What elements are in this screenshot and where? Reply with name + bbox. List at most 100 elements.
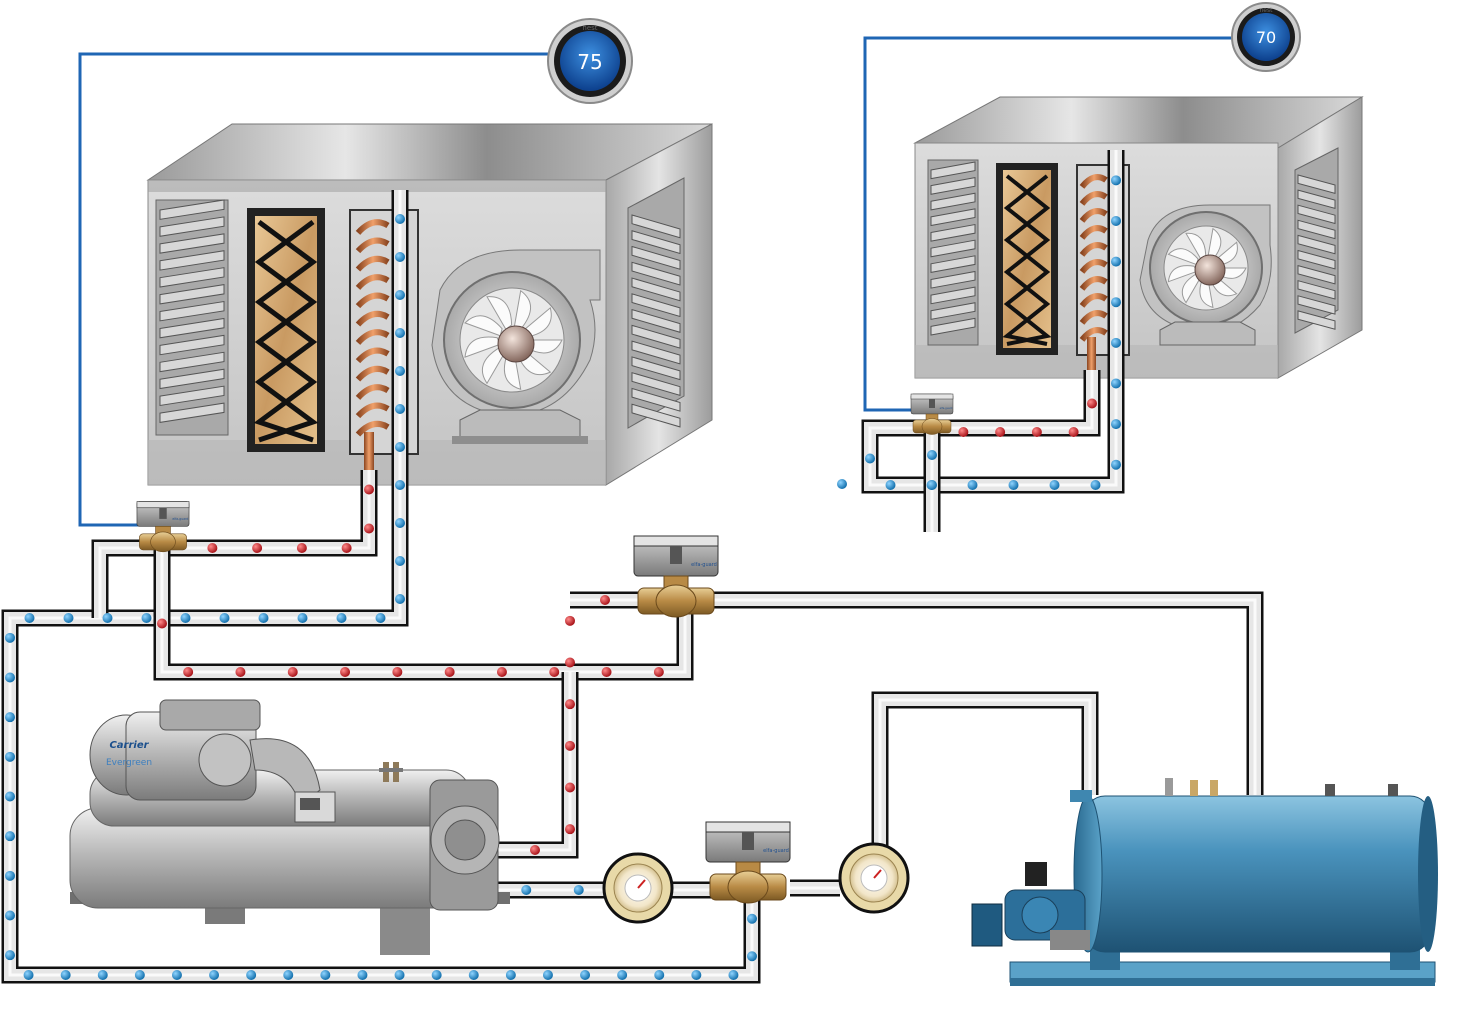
chilled-water-flow-dot	[395, 594, 405, 604]
hot-water-flow-dot	[364, 523, 374, 534]
chilled-water-flow-dot	[5, 672, 15, 683]
chilled-water-flow-dot	[209, 970, 220, 980]
chilled-water-flow-dot	[320, 970, 331, 980]
chilled-water-flow-dot	[357, 970, 368, 980]
thermostat-right-brand: nest	[1260, 7, 1274, 14]
chilled-water-flow-dot	[395, 252, 405, 262]
thermostat-left[interactable]: nest 75	[547, 18, 633, 104]
ahu-left-intake-louver	[155, 199, 229, 436]
valve-brand-mark: elfa-guard	[763, 848, 789, 854]
control-wire-right	[863, 36, 1234, 412]
hot-water-flow-dot	[157, 618, 167, 629]
mixing-valve-main[interactable]: elfa-guard	[633, 535, 719, 618]
ahu-left-filter	[247, 208, 325, 452]
hot-water-flow-dot	[1031, 427, 1042, 437]
chilled-water-flow-dot	[5, 751, 15, 762]
thermostat-left-setpoint: 75	[577, 50, 602, 74]
chilled-water-flow-dot	[246, 970, 257, 980]
chilled-water-flow-dot	[1111, 215, 1121, 226]
flow-gauge-chiller	[602, 852, 674, 924]
hot-water-flow-dot	[995, 427, 1006, 437]
hot-water-flow-dot	[565, 740, 575, 751]
chilled-water-flow-dot	[5, 712, 15, 723]
chilled-water-flow-dot	[1090, 480, 1101, 490]
chilled-water-flow-dot	[395, 328, 405, 338]
chilled-water-flow-dot	[395, 480, 405, 490]
chilled-water-flow-dot	[336, 613, 347, 623]
chilled-water-flow-dot	[395, 442, 405, 452]
chilled-water-flow-dot	[219, 613, 230, 623]
chilled-water-flow-dot	[5, 831, 15, 842]
chilled-water-flow-dot	[885, 480, 896, 490]
chilled-water-flow-dot	[837, 479, 847, 489]
chilled-water-flow-dot	[580, 970, 591, 980]
ahu-right-fan	[1139, 204, 1272, 346]
chilled-water-flow-dot	[468, 970, 479, 980]
control-valve-ahu-right[interactable]: elfa-guard	[910, 393, 954, 435]
hot-water-flow-dot	[235, 667, 246, 677]
chilled-water-flow-dot	[97, 970, 108, 980]
chilled-water-flow-dot	[573, 885, 584, 895]
chilled-water-flow-dot	[60, 970, 71, 980]
chilled-water-flow-dot	[283, 970, 294, 980]
chilled-water-flow-dot	[24, 613, 35, 623]
hot-water-flow-dot	[653, 667, 664, 677]
hot-water-flow-dot	[444, 667, 455, 677]
pipe-run	[495, 672, 579, 859]
chilled-water-flow-dot	[395, 518, 405, 528]
hot-water-flow-dot	[296, 543, 307, 553]
boiler-trim	[1070, 778, 1398, 802]
chilled-water-flow-dot	[375, 613, 386, 623]
hot-water-flow-dot	[207, 543, 218, 553]
hot-water-flow-dot	[1068, 427, 1079, 437]
chilled-water-flow-dot	[394, 970, 405, 980]
hot-water-flow-dot	[364, 484, 374, 495]
chiller-compressor	[89, 699, 321, 806]
hot-water-flow-dot	[340, 667, 351, 677]
chilled-water-flow-dot	[691, 970, 702, 980]
chilled-water-flow-dot	[505, 970, 516, 980]
chilled-water-flow-dot	[1111, 337, 1121, 348]
hot-water-flow-dot	[496, 667, 507, 677]
hot-water-flow-dot	[565, 782, 575, 793]
chilled-water-flow-dot	[1111, 459, 1121, 470]
chiller-relief-valves	[379, 762, 403, 782]
chiller: Carrier Evergreen	[69, 699, 510, 955]
hot-water-flow-dot	[958, 427, 969, 437]
hot-water-flow-dot	[600, 595, 610, 605]
chilled-water-flow-dot	[395, 556, 405, 566]
flow-gauge-boiler	[838, 842, 910, 914]
chilled-water-flow-dot	[1111, 256, 1121, 267]
chilled-water-flow-dot	[865, 453, 875, 464]
chilled-water-flow-dot	[967, 480, 978, 490]
thermostat-right-setpoint: 70	[1256, 28, 1276, 47]
control-wire-left	[78, 52, 549, 527]
control-valve-ahu-left[interactable]: elfa-guard	[136, 501, 190, 553]
chilled-water-flow-dot	[5, 950, 15, 961]
thermostat-right[interactable]: nest 70	[1231, 2, 1301, 72]
air-handler-left	[146, 123, 713, 486]
chilled-water-flow-dot	[63, 613, 74, 623]
hot-water-flow-dot	[565, 615, 575, 626]
chilled-water-flow-dot	[395, 290, 405, 300]
chilled-water-flow-dot	[5, 632, 15, 643]
chilled-water-flow-dot	[258, 613, 269, 623]
hot-water-flow-dot	[287, 667, 298, 677]
chilled-water-flow-dot	[395, 214, 405, 224]
valve-brand-mark: elfa-guard	[691, 562, 717, 568]
chilled-water-flow-dot	[102, 613, 113, 623]
mixing-valve-chiller[interactable]: elfa-guard	[705, 821, 791, 904]
hot-water-flow-dot	[1087, 398, 1097, 409]
chilled-water-flow-dot	[927, 480, 937, 490]
air-handler-right	[913, 96, 1364, 379]
chilled-water-flow-dot	[395, 366, 405, 376]
ahu-left-fan	[431, 249, 601, 444]
hot-water-flow-dot	[565, 657, 575, 668]
chiller-brand: Carrier	[109, 740, 149, 751]
hot-water-flow-dot	[183, 667, 194, 677]
hot-water-flow-dot	[392, 667, 403, 677]
chilled-water-flow-dot	[1111, 297, 1121, 308]
chilled-water-flow-dot	[1111, 175, 1121, 186]
chilled-water-flow-dot	[5, 791, 15, 802]
